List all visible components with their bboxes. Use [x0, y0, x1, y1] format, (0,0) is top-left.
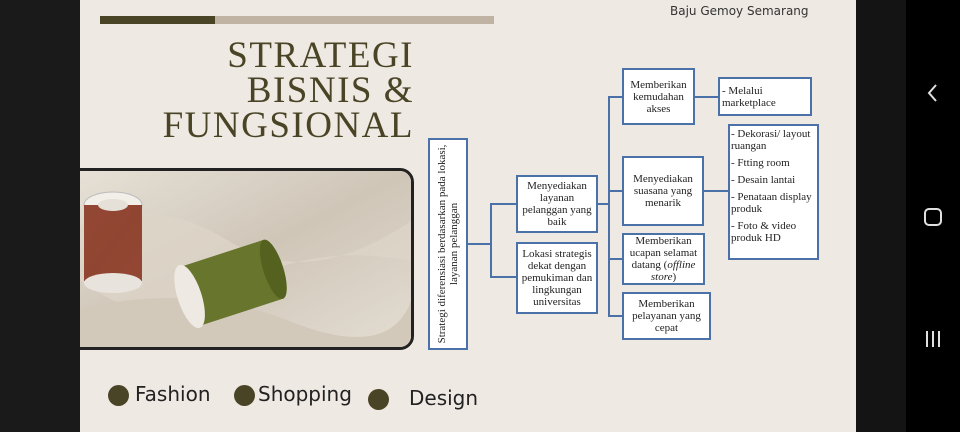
strategy-root-text: Strategi diferensiasi berdasarkan pada l…: [436, 144, 460, 344]
list-item: - Ftting room: [731, 157, 790, 169]
bullet-shopping: Shopping: [234, 382, 352, 406]
list-item: - Penataan display produk: [731, 191, 812, 215]
connector-line: [608, 96, 622, 98]
strategy-root-box: Strategi diferensiasi berdasarkan pada l…: [428, 138, 468, 350]
box-easy-access: Memberikan kemudahan akses: [622, 68, 695, 125]
connector-line: [490, 203, 492, 278]
connector-line: [608, 315, 622, 317]
connector-line: [704, 190, 728, 192]
title-line-3: FUNGSIONAL: [162, 105, 414, 146]
connector-line: [694, 96, 718, 98]
home-icon: [924, 208, 942, 226]
connector-line: [490, 203, 516, 205]
list-item: - Desain lantai: [731, 174, 796, 186]
connector-line: [608, 258, 622, 260]
presentation-slide: Baju Gemoy Semarang STRATEGI BISNIS & FU…: [80, 0, 856, 432]
list-item: - Dekorasi/ layout ruangan: [731, 128, 811, 152]
decorative-bar-light: [215, 16, 494, 24]
back-button[interactable]: [906, 82, 960, 109]
atmosphere-detail-list: - Dekorasi/ layout ruangan - Ftting room…: [728, 124, 819, 260]
left-dark-bar: [0, 0, 80, 432]
bullet-dot-icon: [234, 385, 255, 406]
box-attractive-atmosphere: Menyediakan suasana yang menarik: [622, 156, 704, 226]
home-button[interactable]: [906, 206, 960, 233]
bullet-dot-icon: [368, 389, 389, 410]
android-nav-bar: [906, 0, 960, 432]
thread-spools-illustration: [80, 171, 411, 347]
brand-label: Baju Gemoy Semarang: [670, 4, 809, 18]
connector-line: [468, 243, 490, 245]
slide-title: STRATEGI BISNIS & FUNGSIONAL: [162, 35, 414, 146]
recents-icon: [926, 331, 940, 347]
box-strategic-location: Lokasi strategis dekat dengan pemukiman …: [516, 242, 598, 314]
decorative-bar-dark: [100, 16, 215, 24]
box-fast-service: Memberikan pelayanan yang cepat: [622, 292, 711, 340]
thread-spools-photo: [80, 168, 414, 350]
box-welcome-greeting: Memberikan ucapan selamat datang (offlin…: [622, 233, 705, 285]
connector-line: [608, 190, 622, 192]
title-line-1: STRATEGI: [227, 35, 414, 76]
chevron-left-icon: [927, 84, 937, 102]
bullet-fashion: Fashion: [108, 382, 211, 406]
title-line-2: BISNIS &: [246, 70, 414, 111]
connector-line: [490, 276, 516, 278]
connector-line: [608, 96, 610, 316]
bullet-dot-icon: [108, 385, 129, 406]
connector-line: [598, 203, 610, 205]
box-customer-service: Menyediakan layanan pelanggan yang baik: [516, 175, 598, 233]
recents-button[interactable]: [906, 328, 960, 355]
right-dark-strip: [856, 0, 906, 432]
box-marketplace: - Melalui marketplace: [718, 77, 812, 116]
list-item: - Foto & video produk HD: [731, 220, 797, 244]
bullet-design: Design: [368, 386, 478, 410]
